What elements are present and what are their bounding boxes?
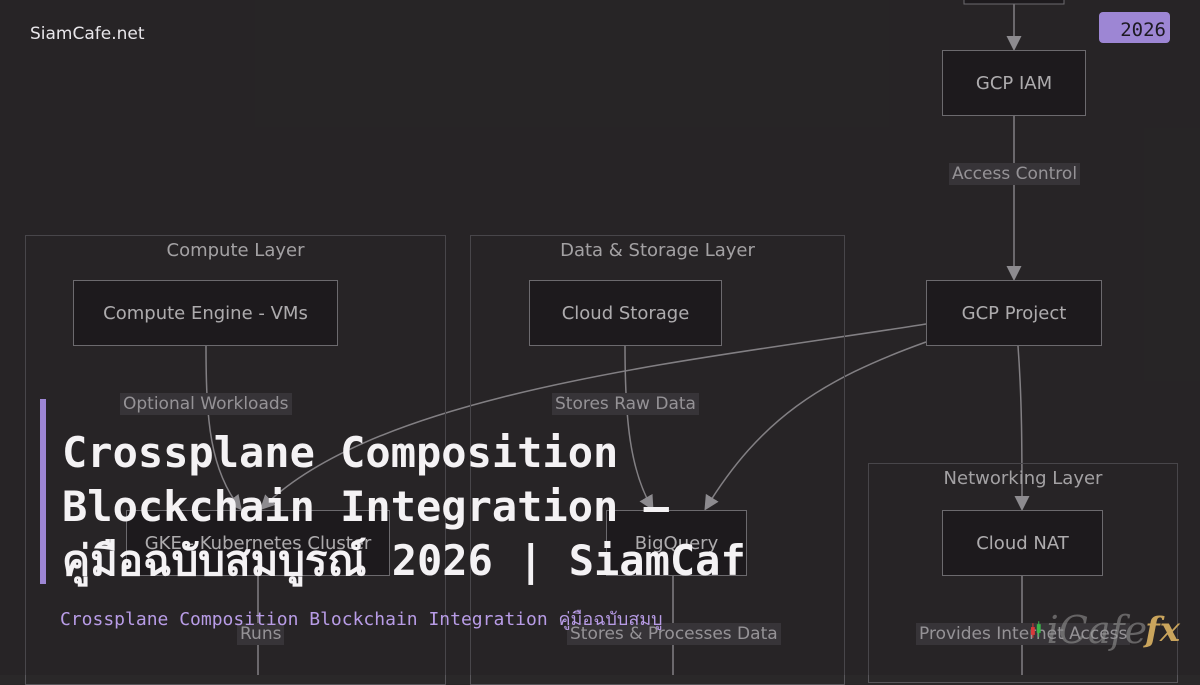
title-accent-bar: [40, 399, 46, 584]
candlestick-icon: [1030, 621, 1041, 638]
edge-label-runs: Runs: [237, 623, 285, 645]
top-node-stub: [963, 0, 1065, 5]
logo-text: iCafe: [1046, 608, 1148, 652]
cluster-title-data: Data & Storage Layer: [560, 240, 755, 261]
edge-project-to-bigquery: [704, 341, 927, 511]
cluster-title-network: Networking Layer: [943, 468, 1103, 489]
site-brand[interactable]: SiamCafe.net: [30, 24, 145, 44]
node-gcp-iam: GCP IAM: [942, 50, 1086, 116]
year-badge: 2026: [1099, 12, 1170, 43]
edge-compute-to-gke: [205, 345, 242, 511]
edge-project-to-gke: [259, 323, 927, 511]
site-logo[interactable]: iCafe fx: [1030, 600, 1180, 660]
cluster-title-compute: Compute Layer: [166, 240, 305, 261]
edge-label-stores-processes: Stores & Processes Data: [567, 623, 781, 645]
edge-label-stores-raw-data: Stores Raw Data: [552, 393, 699, 415]
node-compute-engine: Compute Engine - VMs: [73, 280, 338, 346]
edge-label-optional-workloads: Optional Workloads: [120, 393, 292, 415]
subtitle: Crossplane Composition Blockchain Integr…: [60, 609, 663, 630]
edge-label-provides-internet: Provides Internet Access: [916, 623, 1131, 645]
node-gcp-project: GCP Project: [926, 280, 1102, 346]
edge-project-to-nat: [1014, 345, 1030, 511]
node-cloud-storage: Cloud Storage: [529, 280, 722, 346]
logo-fx: fx: [1145, 610, 1180, 650]
node-cloud-nat: Cloud NAT: [942, 510, 1103, 576]
node-gke: GKE - Kubernetes Cluster: [126, 510, 390, 576]
node-bigquery: BigQuery: [606, 510, 747, 576]
headline-line-3: คู่มือฉบับสมบูรณ์ 2026 | SiamCaf: [62, 536, 746, 585]
headline-line-2: Blockchain Integration —: [62, 482, 669, 531]
headline: Crossplane Composition Blockchain Integr…: [62, 426, 1162, 588]
edge-storage-to-bigquery: [624, 345, 654, 511]
edge-label-access-control: Access Control: [949, 163, 1081, 185]
headline-line-1: Crossplane Composition: [62, 428, 619, 477]
